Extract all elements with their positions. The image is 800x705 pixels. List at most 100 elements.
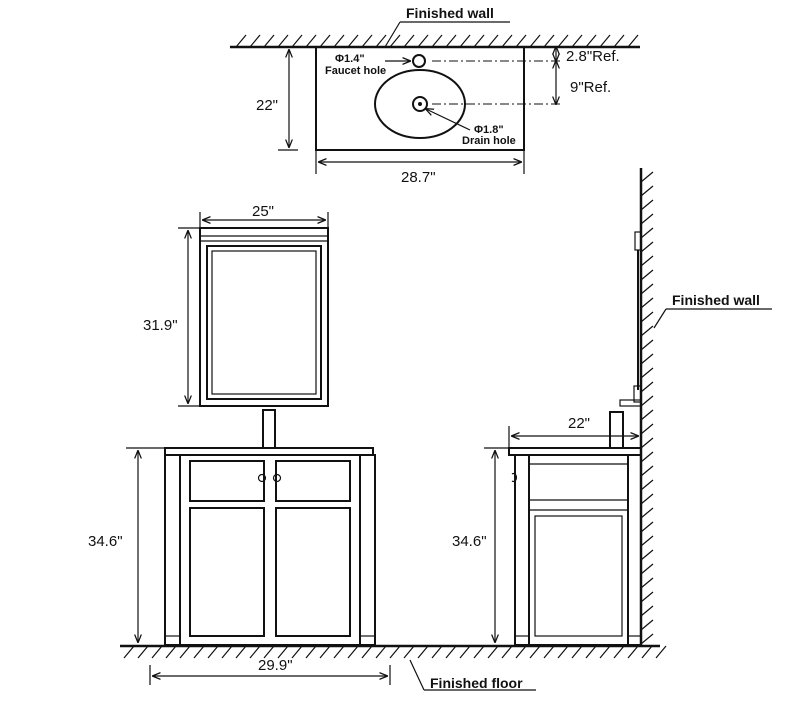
drain-hole-center: [418, 102, 422, 106]
faucet-hole-label: Faucet hole: [325, 65, 386, 77]
faucet-hole: [412, 54, 426, 68]
hatch-line: [431, 34, 443, 48]
hatch-line: [403, 34, 415, 48]
countertop-outline: [315, 46, 525, 151]
faucet-hole-size: Φ1.4": [335, 53, 365, 65]
hatch-line: [501, 34, 513, 48]
floor-leader: [409, 659, 425, 691]
hatch-line: [585, 645, 597, 659]
hatch-line: [473, 34, 485, 48]
hatch-line: [529, 645, 541, 659]
front-drawer-left: [189, 460, 265, 502]
hatch-line: [445, 34, 457, 48]
hatch-line: [640, 367, 654, 379]
hatch-line: [123, 645, 135, 659]
hatch-line: [543, 645, 555, 659]
hatch-line: [627, 34, 639, 48]
hatch-line: [640, 199, 654, 211]
hatch-line: [445, 645, 457, 659]
hatch-line: [585, 34, 597, 48]
front-right-leg: [359, 454, 376, 646]
hatch-line: [640, 325, 654, 337]
side-height-text: 34.6": [452, 533, 487, 550]
front-view: 34.6" 29.9": [88, 409, 391, 685]
hatch-line: [640, 535, 654, 547]
hatch-line: [459, 34, 471, 48]
top-depth-text: 22": [256, 97, 278, 114]
top-width-text: 28.7": [401, 169, 436, 186]
hatch-line: [640, 423, 654, 435]
hatch-line: [263, 645, 275, 659]
top-wall-hatch: [235, 34, 639, 48]
hatch-line: [640, 591, 654, 603]
hatch-line: [361, 34, 373, 48]
hatch-line: [389, 34, 401, 48]
hatch-line: [473, 645, 485, 659]
mirror-view: 25" 31.9": [143, 203, 329, 407]
front-cabinet-body: [179, 454, 361, 646]
hatch-line: [417, 645, 429, 659]
hatch-line: [557, 645, 569, 659]
front-faucet: [262, 409, 276, 449]
hatch-line: [641, 645, 653, 659]
hatch-line: [207, 645, 219, 659]
side-knob: [511, 472, 518, 483]
hatch-line: [151, 645, 163, 659]
top-wall-leader: [384, 21, 401, 48]
hatch-line: [640, 171, 654, 183]
hatch-line: [640, 563, 654, 575]
side-panel: [528, 454, 629, 646]
hatch-line: [249, 645, 261, 659]
hatch-line: [640, 409, 654, 421]
basin-outline: [374, 69, 466, 139]
hatch-line: [640, 549, 654, 561]
hatch-line: [333, 645, 345, 659]
side-faucet: [609, 411, 624, 449]
front-door-left: [189, 507, 265, 637]
hatch-line: [459, 645, 471, 659]
hatch-line: [640, 185, 654, 197]
hatch-line: [487, 645, 499, 659]
front-door-right: [275, 507, 351, 637]
hatch-line: [640, 465, 654, 477]
hatch-line: [571, 645, 583, 659]
hatch-line: [403, 645, 415, 659]
hatch-line: [640, 437, 654, 449]
hatch-line: [179, 645, 191, 659]
hatch-line: [515, 645, 527, 659]
hatch-line: [599, 34, 611, 48]
hatch-line: [627, 645, 639, 659]
hatch-line: [640, 311, 654, 323]
hatch-line: [417, 34, 429, 48]
mirror-glass: [211, 250, 317, 395]
hatch-line: [640, 283, 654, 295]
hatch-line: [640, 227, 654, 239]
drain-hole: [412, 96, 428, 112]
mirror-frame: [199, 227, 329, 407]
hatch-line: [557, 34, 569, 48]
hatch-line: [640, 619, 654, 631]
hatch-line: [291, 645, 303, 659]
hatch-line: [640, 339, 654, 351]
hatch-line: [640, 493, 654, 505]
hatch-line: [347, 34, 359, 48]
hatch-line: [543, 34, 555, 48]
hatch-line: [501, 645, 513, 659]
mirror-height-text: 31.9": [143, 317, 178, 334]
hatch-line: [235, 34, 247, 48]
side-mirror-base: [619, 399, 642, 407]
hatch-line: [640, 241, 654, 253]
front-countertop: [164, 447, 374, 456]
hatch-line: [375, 34, 387, 48]
hatch-line: [375, 645, 387, 659]
front-width-text: 29.9": [258, 657, 293, 674]
hatch-line: [291, 34, 303, 48]
hatch-line: [431, 645, 443, 659]
mirror-inner: [206, 245, 322, 400]
hatch-line: [137, 645, 149, 659]
side-front-leg: [514, 454, 530, 646]
hatch-line: [333, 34, 345, 48]
hatch-line: [640, 297, 654, 309]
side-back-leg: [627, 454, 642, 646]
